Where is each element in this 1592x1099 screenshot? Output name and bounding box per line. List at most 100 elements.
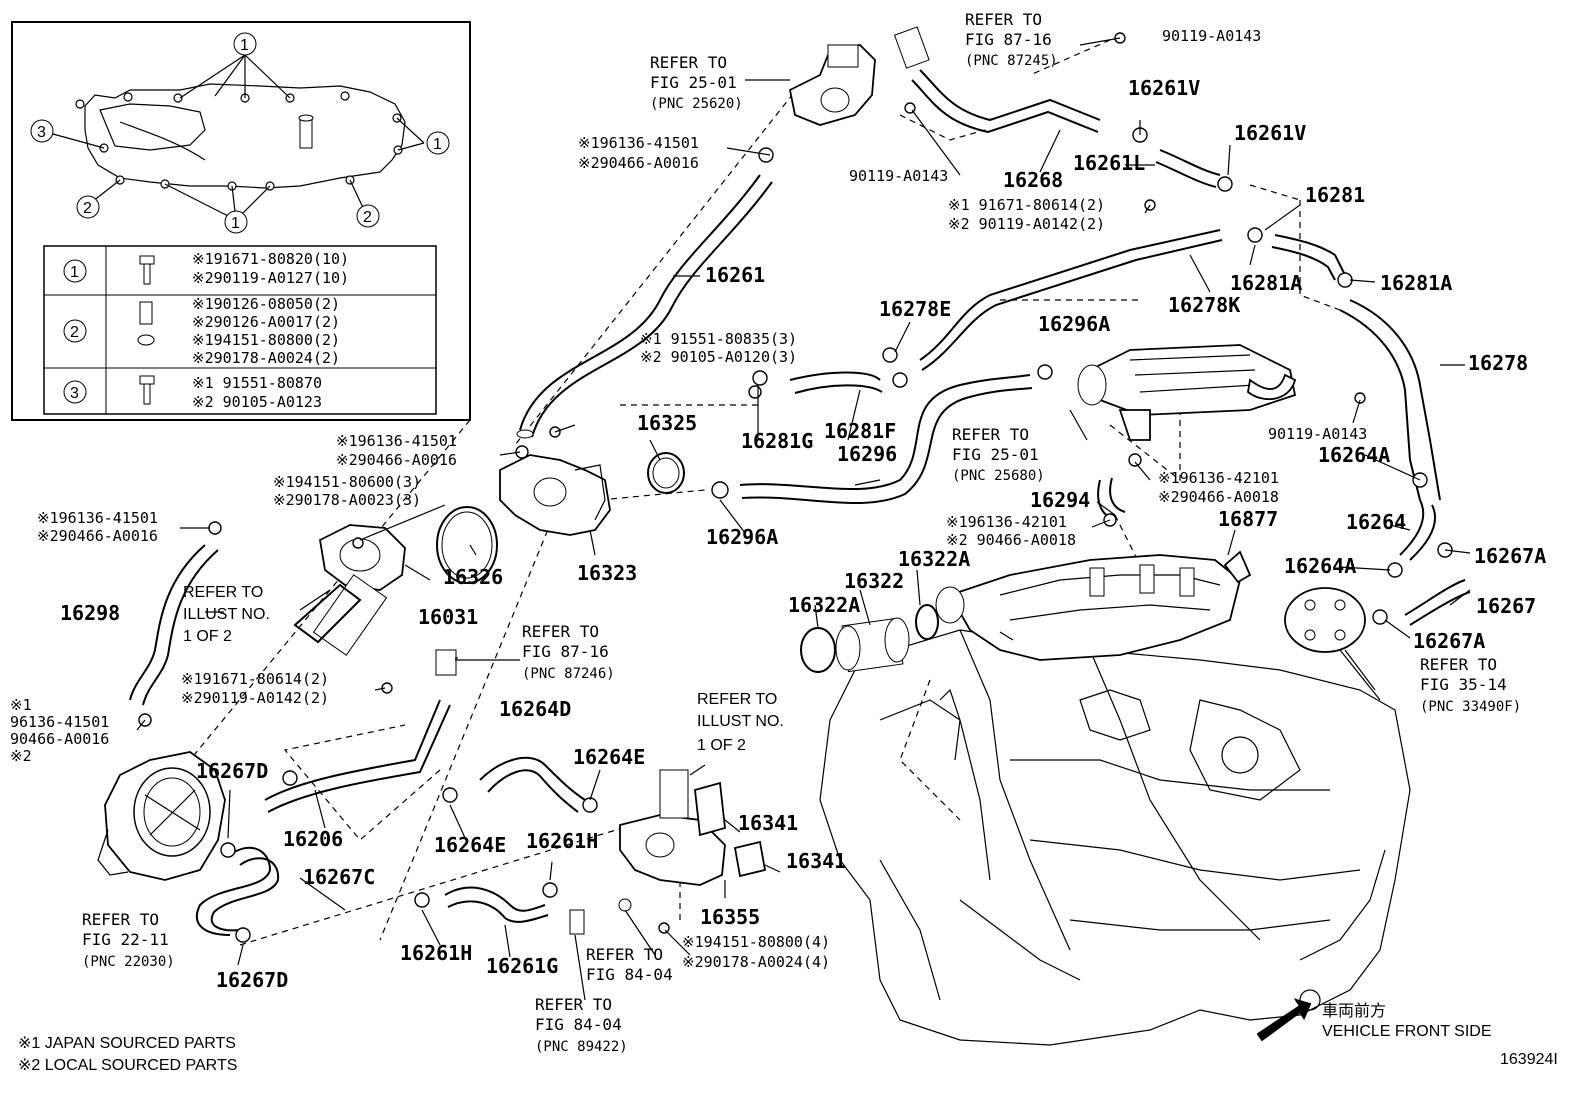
svg-text:※196136-42101: ※196136-42101 xyxy=(946,513,1067,531)
part-label: 16261H xyxy=(526,829,598,853)
svg-text:3: 3 xyxy=(37,124,46,141)
svg-text:1: 1 xyxy=(231,215,240,232)
part-label: 16261L xyxy=(1073,151,1145,175)
svg-text:(PNC 25680): (PNC 25680) xyxy=(952,468,1045,484)
intake-connector xyxy=(800,604,939,673)
svg-text:(PNC 33490F): (PNC 33490F) xyxy=(1420,699,1521,715)
svg-text:(PNC 87245): (PNC 87245) xyxy=(965,53,1058,69)
svg-text:1: 1 xyxy=(240,37,249,54)
part-label: 16268 xyxy=(1003,168,1063,192)
water-outlet-housing xyxy=(499,452,685,536)
part-label: 16323 xyxy=(577,561,637,585)
part-label: 16296 xyxy=(837,442,897,466)
part-label: 16281A xyxy=(1380,271,1452,295)
svg-text:※1 91671-80614(2): ※1 91671-80614(2) xyxy=(948,196,1105,214)
note-local-sourced: ※2 LOCAL SOURCED PARTS xyxy=(18,1057,237,1074)
svg-text:1 OF 2: 1 OF 2 xyxy=(183,628,232,645)
part-label: 16267D xyxy=(196,759,268,783)
svg-text:※290178-A0024(2): ※290178-A0024(2) xyxy=(192,349,340,367)
svg-text:ILLUST NO.: ILLUST NO. xyxy=(697,713,784,730)
svg-text:(PNC 22030): (PNC 22030) xyxy=(82,954,175,970)
svg-text:※196136-41501: ※196136-41501 xyxy=(37,509,158,527)
part-label: 16031 xyxy=(418,605,478,629)
clamps xyxy=(138,32,1453,943)
svg-text:(PNC 25620): (PNC 25620) xyxy=(650,96,743,112)
reference-labels: REFER TO FIG 25-01 (PNC 25620) REFER TO … xyxy=(82,10,1521,1055)
egr-valve-top xyxy=(788,44,876,126)
svg-text:FIG 87-16: FIG 87-16 xyxy=(965,30,1052,49)
svg-text:※290119-A0127(10): ※290119-A0127(10) xyxy=(192,269,349,287)
svg-text:2: 2 xyxy=(70,324,79,341)
svg-text:REFER TO: REFER TO xyxy=(535,995,612,1014)
part-label: 16322A xyxy=(898,547,970,571)
part-label: 16261H xyxy=(400,941,472,965)
svg-text:FIG 35-14: FIG 35-14 xyxy=(1420,675,1507,694)
svg-text:(PNC 89422): (PNC 89422) xyxy=(535,1039,628,1055)
svg-text:FIG 87-16: FIG 87-16 xyxy=(522,642,609,661)
front-label-en: VEHICLE FRONT SIDE xyxy=(1322,1023,1492,1040)
part-label: 16261G xyxy=(486,954,558,978)
fastener-table: 1 2 3 ※191671-80820(10) ※290119-A0127(10… xyxy=(43,245,437,415)
part-label: 16355 xyxy=(700,905,760,929)
svg-text:90466-A0016: 90466-A0016 xyxy=(10,730,109,748)
svg-text:REFER TO: REFER TO xyxy=(650,53,727,72)
svg-text:90119-A0143: 90119-A0143 xyxy=(1162,27,1261,45)
svg-text:FIG 84-04: FIG 84-04 xyxy=(535,1015,622,1034)
svg-text:FIG 25-01: FIG 25-01 xyxy=(952,445,1039,464)
svg-text:※290119-A0142(2): ※290119-A0142(2) xyxy=(181,689,329,707)
svg-text:REFER TO: REFER TO xyxy=(82,910,159,929)
note-japan-sourced: ※1 JAPAN SOURCED PARTS xyxy=(18,1035,236,1052)
svg-text:FIG 22-11: FIG 22-11 xyxy=(82,930,169,949)
part-label: 16298 xyxy=(60,601,120,625)
part-label: 16264E xyxy=(434,833,506,857)
part-label: 16326 xyxy=(443,565,503,589)
svg-text:※196136-41501: ※196136-41501 xyxy=(578,134,699,152)
svg-text:90119-A0143: 90119-A0143 xyxy=(849,167,948,185)
svg-text:※1 91551-80835(3): ※1 91551-80835(3) xyxy=(640,330,797,348)
part-label: 16296A xyxy=(1038,312,1110,336)
svg-text:REFER TO: REFER TO xyxy=(952,425,1029,444)
svg-text:※290466-A0016: ※290466-A0016 xyxy=(37,527,158,545)
svg-text:※290466-A0018: ※290466-A0018 xyxy=(1158,488,1279,506)
svg-text:REFER TO: REFER TO xyxy=(697,691,777,708)
svg-text:※2: ※2 xyxy=(10,747,32,765)
svg-text:※2 90105-A0123: ※2 90105-A0123 xyxy=(192,393,322,411)
part-label: 16264 xyxy=(1346,510,1406,534)
svg-text:※1: ※1 xyxy=(10,696,32,714)
inset-panel: 1 1 1 2 2 3 1 2 3 ※191671-80820(10) ※290… xyxy=(11,21,471,421)
part-label: 16281F xyxy=(824,419,896,443)
part-label: 16267D xyxy=(216,968,288,992)
part-label: 16261 xyxy=(705,263,765,287)
svg-text:3: 3 xyxy=(70,385,79,402)
svg-text:FIG 84-04: FIG 84-04 xyxy=(586,965,673,984)
svg-text:90119-A0143: 90119-A0143 xyxy=(1268,425,1367,443)
svg-text:REFER TO: REFER TO xyxy=(1420,655,1497,674)
svg-text:※1 91551-80870: ※1 91551-80870 xyxy=(192,374,322,392)
svg-text:※190126-08050(2): ※190126-08050(2) xyxy=(192,295,340,313)
svg-text:2: 2 xyxy=(83,200,92,217)
svg-text:1: 1 xyxy=(433,136,442,153)
svg-text:FIG 25-01: FIG 25-01 xyxy=(650,73,737,92)
bolt-icon xyxy=(137,255,155,405)
svg-text:※290466-A0016: ※290466-A0016 xyxy=(336,451,457,469)
part-label: 16341 xyxy=(786,849,846,873)
part-label: 16267 xyxy=(1476,594,1536,618)
part-label: 16281A xyxy=(1230,271,1302,295)
part-label: 16264D xyxy=(499,697,571,721)
svg-text:※194151-80800(4): ※194151-80800(4) xyxy=(682,933,830,951)
svg-text:96136-41501: 96136-41501 xyxy=(10,713,109,731)
part-label: 16206 xyxy=(283,827,343,851)
part-label: 16264E xyxy=(573,745,645,769)
svg-text:※191671-80820(10): ※191671-80820(10) xyxy=(192,250,349,268)
part-label: 16341 xyxy=(738,811,798,835)
thermostat xyxy=(312,506,498,656)
part-labels: 16261 16298 16031 16326 16323 16325 1628… xyxy=(60,76,1546,992)
part-label: 16261V xyxy=(1128,76,1200,100)
part-label: 16322A xyxy=(788,593,860,617)
front-arrow-icon xyxy=(1256,998,1312,1042)
part-label: 16294 xyxy=(1030,488,1090,512)
part-label: 16261V xyxy=(1234,121,1306,145)
egr-cooler xyxy=(1077,344,1297,441)
part-label: 16877 xyxy=(1218,507,1278,531)
